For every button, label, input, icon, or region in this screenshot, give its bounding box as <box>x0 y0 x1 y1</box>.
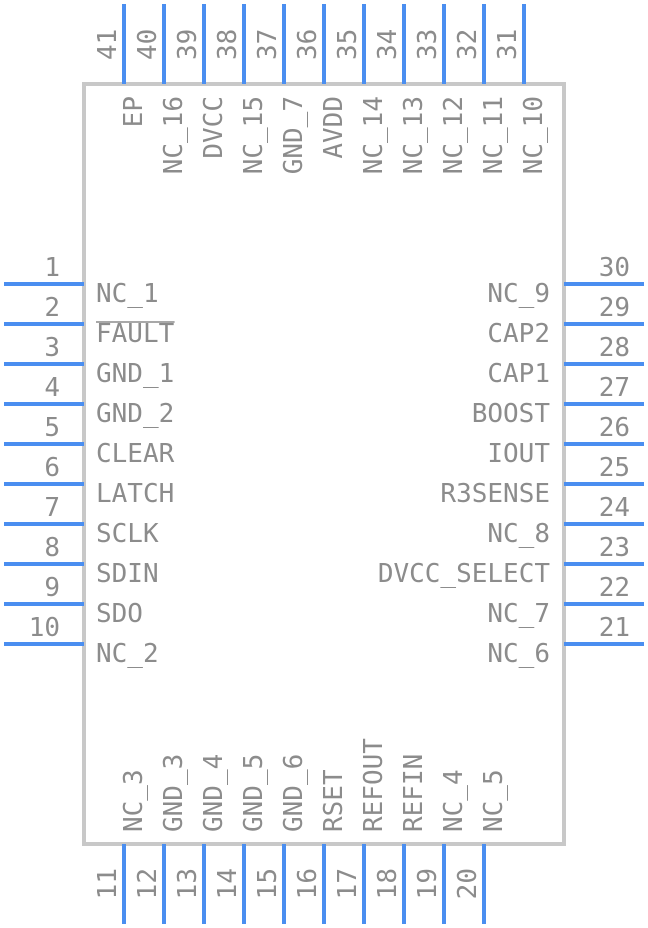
pin-26-number: 26 <box>599 413 630 443</box>
pin-30-label-nc-9: NC_9 <box>487 279 550 309</box>
pin-5-label-clear: CLEAR <box>96 439 175 469</box>
pin-12-label-gnd-3: GND_3 <box>159 754 189 832</box>
pin-2-label-fault: FAULT <box>96 319 175 349</box>
pin-19-label-nc-4: NC_4 <box>439 769 469 832</box>
pins-layer <box>4 4 644 924</box>
pin-15-number: 15 <box>253 868 283 899</box>
pin-1-number: 1 <box>44 253 60 283</box>
pin-37-label-gnd-7: GND_7 <box>279 96 309 174</box>
pin-41-number: 41 <box>93 29 123 60</box>
pin-35-number: 35 <box>333 29 363 60</box>
pin-11-label-nc-3: NC_3 <box>119 769 149 832</box>
pin-33-label-nc-12: NC_12 <box>439 96 469 174</box>
pin-16-number: 16 <box>293 868 323 899</box>
pin-12-number: 12 <box>133 868 163 899</box>
pin-3-label-gnd-1: GND_1 <box>96 359 174 389</box>
pin-36-number: 36 <box>293 29 323 60</box>
pin-8-number: 8 <box>44 533 60 563</box>
pin-31-number: 31 <box>493 29 523 60</box>
pin-14-number: 14 <box>213 868 243 899</box>
pin-7-label-sclk: SCLK <box>96 519 159 549</box>
pin-4-label-gnd-2: GND_2 <box>96 399 174 429</box>
pin-34-label-nc-13: NC_13 <box>399 96 429 174</box>
pin-34-number: 34 <box>373 29 403 60</box>
pin-2-number: 2 <box>44 293 60 323</box>
pin-24-label-nc-8: NC_8 <box>487 519 550 549</box>
pin-1-label-nc-1: NC_1 <box>96 279 159 309</box>
pin-38-label-nc-15: NC_15 <box>239 96 269 174</box>
pin-10-label-nc-2: NC_2 <box>96 639 159 669</box>
pin-6-number: 6 <box>44 453 60 483</box>
pin-25-number: 25 <box>599 453 630 483</box>
pin-21-number: 21 <box>599 613 630 643</box>
pin-28-label-cap1: CAP1 <box>487 359 550 389</box>
pin-38-number: 38 <box>213 29 243 60</box>
pin-10-number: 10 <box>29 613 60 643</box>
pin-17-number: 17 <box>333 868 363 899</box>
pin-39-number: 39 <box>173 29 203 60</box>
pin-37-number: 37 <box>253 29 283 60</box>
pin-6-label-latch: LATCH <box>96 479 174 509</box>
pin-18-number: 18 <box>373 868 403 899</box>
pin-29-number: 29 <box>599 293 630 323</box>
pin-7-number: 7 <box>44 493 60 523</box>
pin-22-number: 22 <box>599 573 630 603</box>
pin-20-label-nc-5: NC_5 <box>479 769 509 832</box>
pin-39-label-dvcc: DVCC <box>199 96 229 159</box>
pin-22-label-nc-7: NC_7 <box>487 599 550 629</box>
pin-14-label-gnd-5: GND_5 <box>239 754 269 832</box>
pin-13-label-gnd-4: GND_4 <box>199 754 229 832</box>
pin-36-label-avdd: AVDD <box>319 96 349 159</box>
pin-20-number: 20 <box>453 868 483 899</box>
pin-3-number: 3 <box>44 333 60 363</box>
pin-17-label-refout: REFOUT <box>359 738 389 832</box>
pin-26-label-iout: IOUT <box>487 439 550 469</box>
pin-11-number: 11 <box>93 868 123 899</box>
labels-layer: 1NC_12FAULT3GND_14GND_25CLEAR6LATCH7SCLK… <box>29 29 630 900</box>
pin-5-number: 5 <box>44 413 60 443</box>
pin-40-label-nc-16: NC_16 <box>159 96 189 174</box>
pin-30-number: 30 <box>599 253 630 283</box>
pin-27-label-boost: BOOST <box>472 399 551 429</box>
pin-4-number: 4 <box>44 373 60 403</box>
pin-18-label-refin: REFIN <box>399 754 429 832</box>
pin-31-label-nc-10: NC_10 <box>519 96 549 174</box>
pin-32-label-nc-11: NC_11 <box>479 96 509 174</box>
pin-19-number: 19 <box>413 868 443 899</box>
pin-29-label-cap2: CAP2 <box>487 319 550 349</box>
pin-13-number: 13 <box>173 868 203 899</box>
pin-32-number: 32 <box>453 29 483 60</box>
pin-41-label-ep: EP <box>119 96 149 127</box>
pin-40-number: 40 <box>133 29 163 60</box>
pin-27-number: 27 <box>599 373 630 403</box>
pin-28-number: 28 <box>599 333 630 363</box>
pin-15-label-gnd-6: GND_6 <box>279 754 309 832</box>
pin-33-number: 33 <box>413 29 443 60</box>
pin-24-number: 24 <box>599 493 630 523</box>
pin-9-number: 9 <box>44 573 60 603</box>
pin-16-label-rset: RSET <box>319 769 349 832</box>
pin-35-label-nc-14: NC_14 <box>359 96 389 174</box>
pin-8-label-sdin: SDIN <box>96 559 159 589</box>
pin-23-number: 23 <box>599 533 630 563</box>
pin-9-label-sdo: SDO <box>96 599 143 629</box>
pin-25-label-r3sense: R3SENSE <box>440 479 550 509</box>
ic-body <box>82 82 566 846</box>
pin-21-label-nc-6: NC_6 <box>487 639 550 669</box>
pin-23-label-dvcc-select: DVCC_SELECT <box>378 559 551 589</box>
